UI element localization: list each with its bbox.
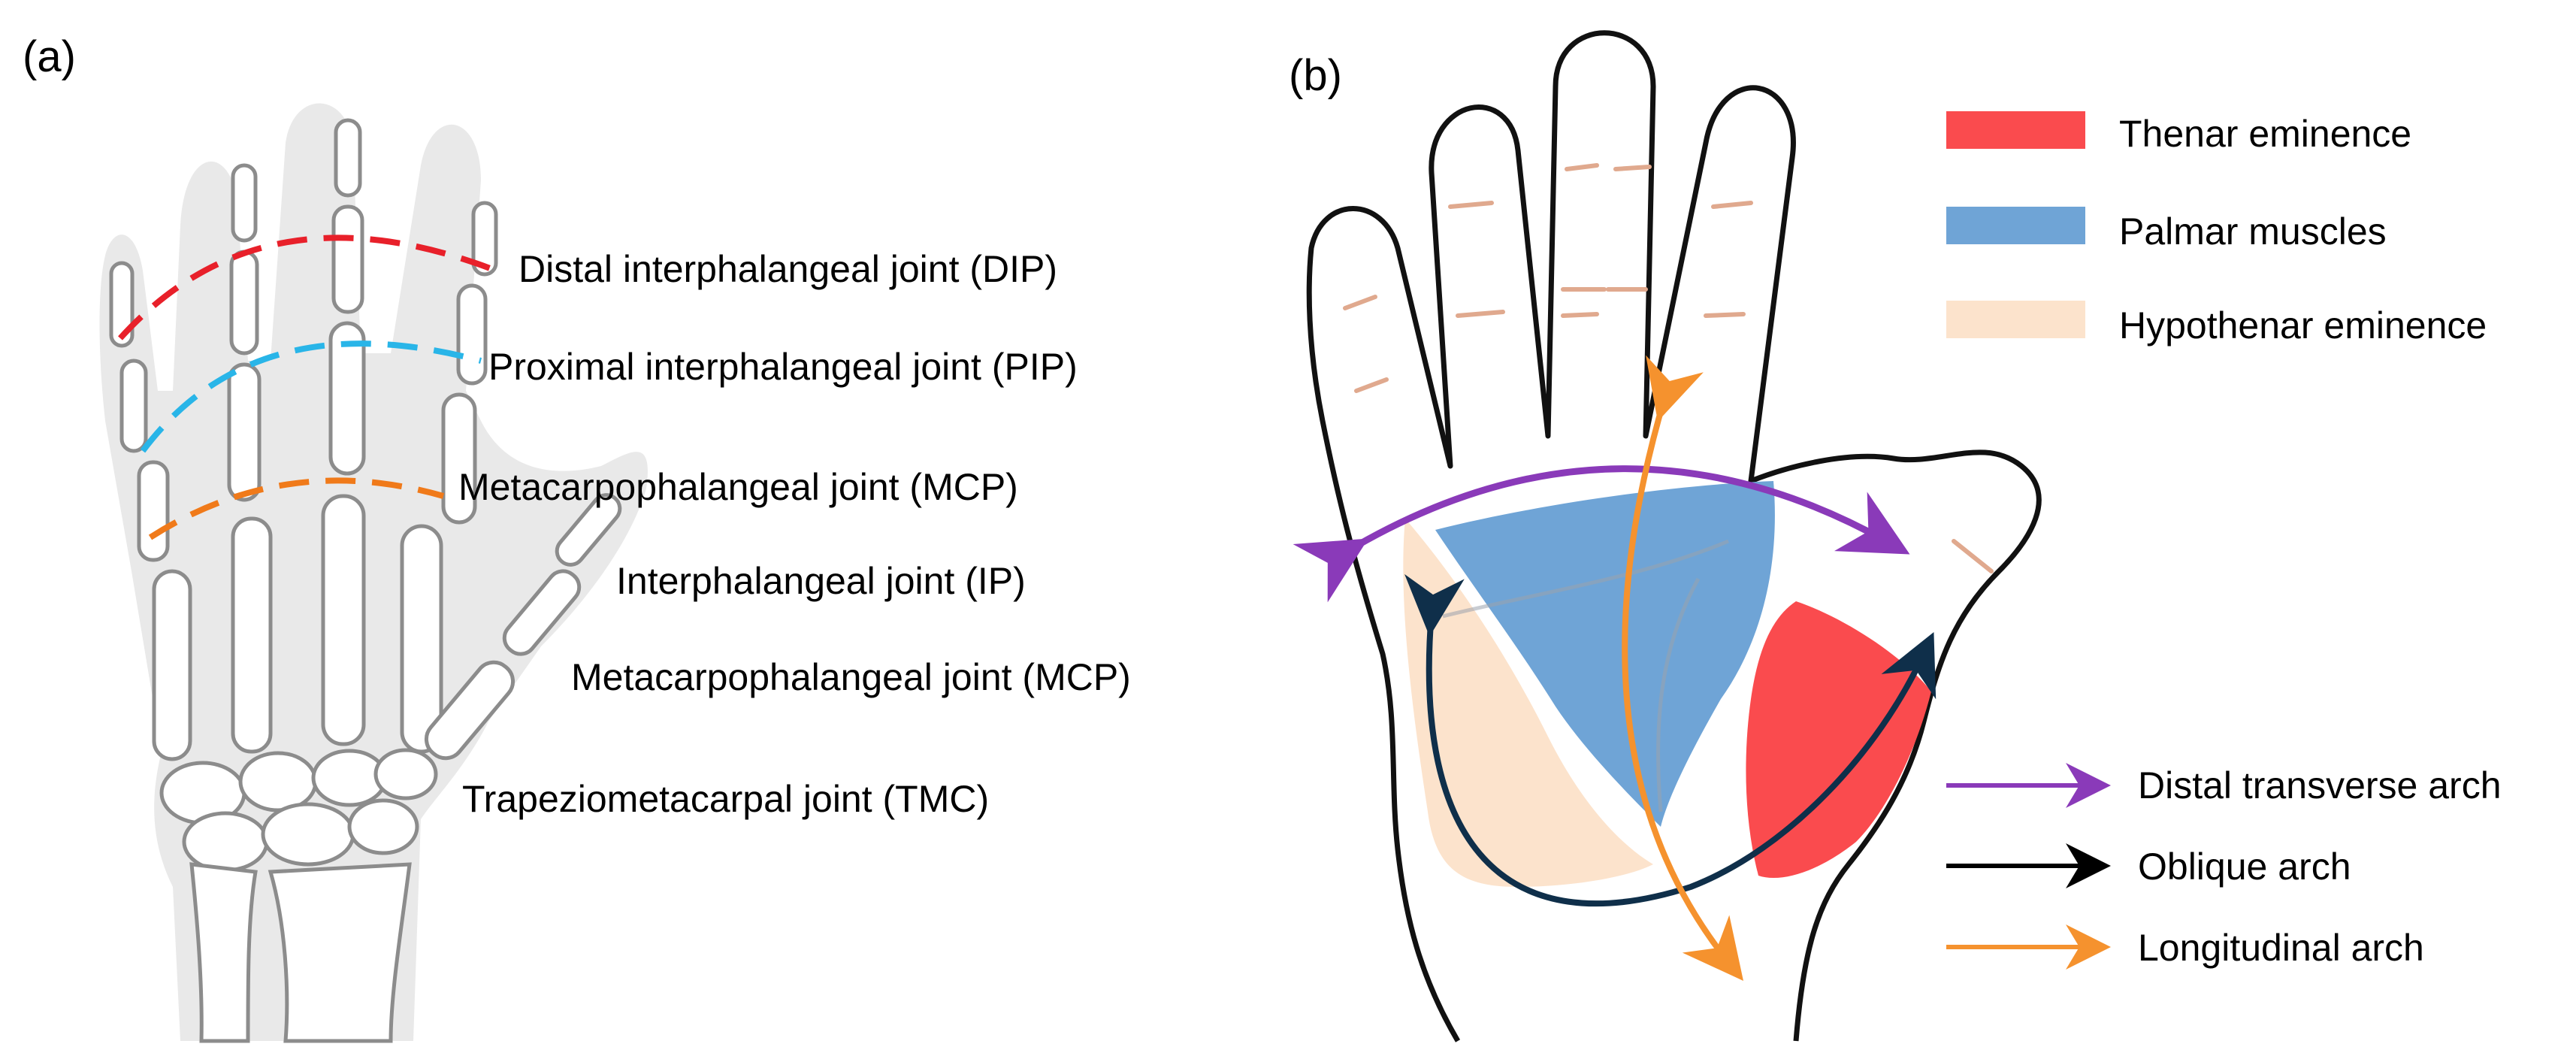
bone bbox=[334, 118, 362, 198]
finger-crease bbox=[1565, 163, 1599, 171]
mcp-joint-line bbox=[148, 477, 445, 540]
finger-crease bbox=[1354, 377, 1389, 393]
bone bbox=[152, 569, 192, 761]
bone bbox=[109, 261, 135, 348]
panel-a: (a) bbox=[23, 32, 1131, 1043]
legend-palmar-label: Palmar muscles bbox=[2119, 210, 2387, 253]
panel-b-label: (b) bbox=[1289, 51, 1342, 100]
bone bbox=[555, 493, 622, 567]
legend-swatch-hypothenar bbox=[1946, 301, 2085, 338]
hand-skeleton-illustration bbox=[99, 103, 648, 1043]
bone bbox=[331, 204, 364, 314]
bone bbox=[231, 516, 273, 754]
bone bbox=[238, 751, 318, 812]
finger-crease bbox=[1456, 310, 1505, 318]
region-legend: Thenar eminence Palmar muscles Hypothena… bbox=[1946, 111, 2487, 346]
distal-transverse-arch bbox=[1293, 465, 1910, 603]
bone bbox=[182, 811, 269, 873]
bone bbox=[229, 250, 259, 356]
bone bbox=[456, 283, 488, 386]
legend-thenar-label: Thenar eminence bbox=[2119, 113, 2411, 155]
bone bbox=[441, 392, 477, 525]
bone bbox=[119, 359, 148, 453]
finger-crease bbox=[1711, 201, 1753, 209]
finger-crease bbox=[1343, 295, 1377, 310]
finger-crease bbox=[1561, 312, 1599, 318]
thumb-crease bbox=[1952, 539, 1994, 573]
panel-b: (b) bbox=[1289, 30, 2502, 1042]
mcp-label: Metacarpophalangeal joint (MCP) bbox=[458, 466, 1018, 508]
legend-swatch-palmar bbox=[1946, 207, 2085, 244]
legend-longitudinal-label: Longitudinal arch bbox=[2138, 927, 2424, 969]
tmc-label: Trapeziometacarpal joint (TMC) bbox=[462, 778, 989, 820]
ip-label: Interphalangeal joint (IP) bbox=[616, 560, 1026, 602]
finger-crease bbox=[1448, 201, 1494, 209]
thumb-mcp-label: Metacarpophalangeal joint (MCP) bbox=[571, 656, 1131, 698]
arch-legend: Distal transverse arch Oblique arch Long… bbox=[1946, 763, 2502, 970]
bone bbox=[502, 569, 582, 656]
bone bbox=[231, 163, 258, 243]
bone bbox=[137, 460, 170, 562]
pip-label: Proximal interphalangeal joint (PIP) bbox=[488, 346, 1078, 388]
legend-swatch-thenar bbox=[1946, 111, 2085, 149]
bone bbox=[373, 748, 438, 800]
bone bbox=[471, 201, 498, 277]
finger-crease bbox=[1704, 312, 1746, 318]
legend-hypothenar-label: Hypothenar eminence bbox=[2119, 304, 2487, 346]
finger-crease bbox=[1613, 165, 1652, 171]
dip-label: Distal interphalangeal joint (DIP) bbox=[519, 248, 1057, 290]
bone bbox=[400, 524, 443, 754]
pip-joint-line bbox=[140, 340, 482, 453]
panel-a-label: (a) bbox=[23, 32, 76, 81]
dip-joint-line bbox=[118, 234, 497, 340]
legend-distal-label: Distal transverse arch bbox=[2138, 764, 2502, 806]
bone bbox=[261, 802, 355, 867]
bone bbox=[321, 494, 366, 746]
bone bbox=[424, 660, 516, 761]
bone bbox=[227, 362, 262, 502]
bone bbox=[189, 862, 258, 1043]
bone bbox=[328, 321, 366, 476]
bone bbox=[347, 798, 419, 855]
longitudinal-arch bbox=[1622, 355, 1743, 981]
legend-oblique-label: Oblique arch bbox=[2138, 846, 2351, 888]
bone bbox=[268, 862, 412, 1043]
